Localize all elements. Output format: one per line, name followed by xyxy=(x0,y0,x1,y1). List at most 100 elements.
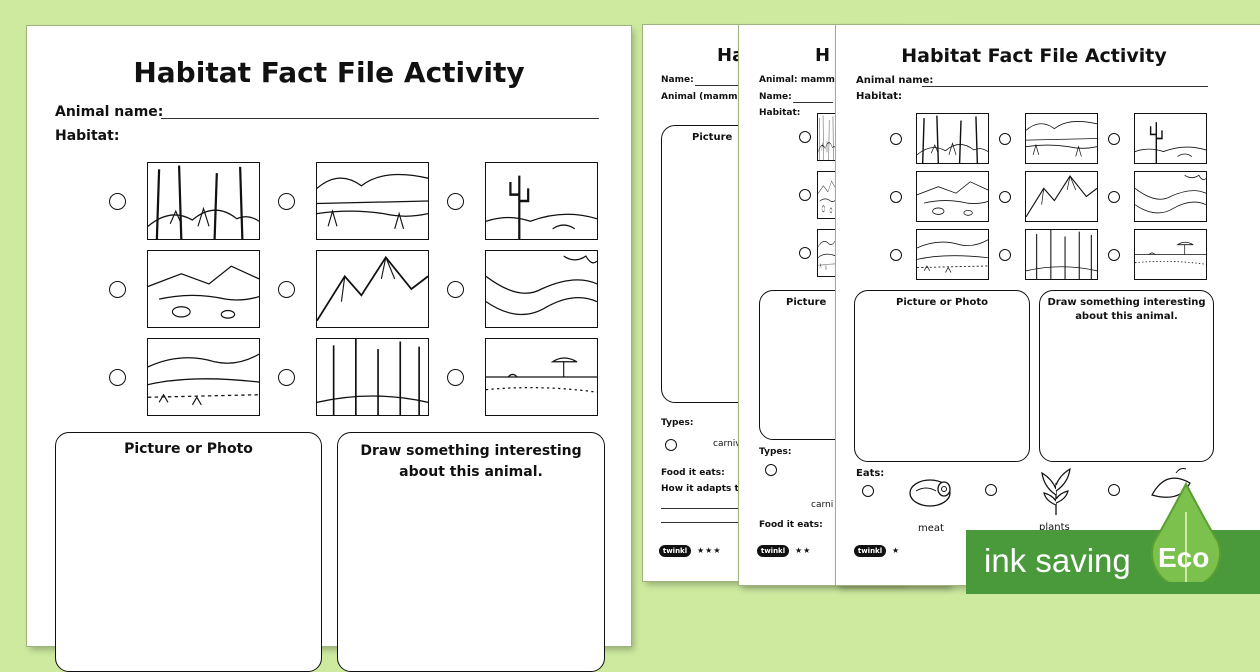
habitat-scene-image xyxy=(485,250,598,328)
back-line-1 xyxy=(661,508,741,509)
ink-saving-text: ink saving xyxy=(984,542,1131,579)
front-food-meat-label: meat xyxy=(918,523,944,534)
middle-type-radio[interactable] xyxy=(765,464,777,476)
picture-box[interactable]: Picture or Photo xyxy=(55,432,322,672)
animal-name-label: Animal name: xyxy=(55,104,164,120)
front-draw-box[interactable]: Draw something interesting about this an… xyxy=(1039,290,1214,462)
middle-name-label: Name: xyxy=(759,92,792,102)
front-animal-name-label: Animal name: xyxy=(856,75,934,86)
middle-picture-title: Picture xyxy=(786,297,827,308)
habitat-scene-image xyxy=(147,338,260,416)
middle-title: H xyxy=(815,45,831,66)
habitat-scene-image xyxy=(316,162,429,240)
front-eats-label: Eats: xyxy=(856,468,885,479)
back-type-radio[interactable] xyxy=(665,439,677,451)
front-food-radio-meat[interactable] xyxy=(862,485,874,497)
habitat-scene-image xyxy=(147,162,260,240)
habitat-radio[interactable] xyxy=(278,368,295,386)
habitat-radio[interactable] xyxy=(1108,132,1120,145)
back-stars: ★★★ xyxy=(697,546,722,555)
habitat-scene-image xyxy=(1134,171,1207,222)
eco-text: Eco xyxy=(1158,542,1210,573)
habitat-scene-image xyxy=(316,250,429,328)
middle-animal-label: Animal: mamm xyxy=(759,75,835,85)
back-twinkl-logo: twinkl xyxy=(659,545,691,557)
habitat-radio[interactable] xyxy=(278,192,295,210)
habitat-scene-image xyxy=(316,338,429,416)
habitat-radio[interactable] xyxy=(1108,248,1120,261)
animal-name-line[interactable] xyxy=(161,118,599,119)
habitat-scene-image xyxy=(1134,229,1207,280)
eco-drop-icon xyxy=(1151,482,1221,582)
front-picture-title: Picture or Photo xyxy=(895,297,989,308)
habitat-scene-image xyxy=(1134,113,1207,164)
habitat-radio[interactable] xyxy=(447,368,464,386)
habitat-scene-image xyxy=(1025,113,1098,164)
habitat-scene-image xyxy=(1025,229,1098,280)
front-draw-title-2: about this animal. xyxy=(1075,311,1178,322)
middle-name-line xyxy=(793,102,833,103)
draw-box-title-2: about this animal. xyxy=(399,464,543,480)
habitat-radio[interactable] xyxy=(799,131,811,143)
plants-icon xyxy=(1041,467,1071,515)
back-picture-title: Picture xyxy=(692,132,733,143)
back-name-label: Name: xyxy=(661,75,694,85)
draw-box[interactable]: Draw something interesting about this an… xyxy=(337,432,605,672)
page-title: Habitat Fact File Activity xyxy=(133,56,525,89)
habitat-radio[interactable] xyxy=(109,192,126,210)
habitat-radio[interactable] xyxy=(109,280,126,298)
habitat-radio[interactable] xyxy=(890,132,902,145)
habitat-scene-image xyxy=(817,171,837,219)
meat-icon xyxy=(909,479,951,507)
habitat-label: Habitat: xyxy=(55,128,120,144)
habitat-radio[interactable] xyxy=(999,248,1011,261)
habitat-scene-image xyxy=(916,113,989,164)
middle-stars: ★★ xyxy=(795,546,812,555)
front-twinkl-logo: twinkl xyxy=(854,545,886,557)
back-animal-label: Animal (mamma xyxy=(661,92,744,102)
back-adapts-label: How it adapts t xyxy=(661,484,739,494)
front-title: Habitat Fact File Activity xyxy=(901,45,1167,67)
middle-food-label: Food it eats: xyxy=(759,520,823,530)
habitat-scene-image xyxy=(147,250,260,328)
picture-box-title: Picture or Photo xyxy=(124,441,253,457)
main-worksheet: Habitat Fact File Activity Animal name: … xyxy=(27,26,631,672)
habitat-radio[interactable] xyxy=(890,190,902,203)
habitat-scene-image xyxy=(485,162,598,240)
habitat-scene-image xyxy=(817,113,837,161)
draw-box-title-1: Draw something interesting xyxy=(360,443,582,459)
habitat-radio[interactable] xyxy=(1108,190,1120,203)
middle-habitat-label: Habitat: xyxy=(759,108,801,118)
back-type-option: carniv xyxy=(713,439,741,449)
front-food-radio-3[interactable] xyxy=(1108,484,1120,496)
back-name-line xyxy=(695,85,755,86)
habitat-scene-image xyxy=(1025,171,1098,222)
front-picture-box[interactable]: Picture or Photo xyxy=(854,290,1030,462)
middle-type-option: carni xyxy=(811,500,834,510)
habitat-scene-image xyxy=(817,229,837,277)
habitat-scene-image xyxy=(485,338,598,416)
habitat-radio[interactable] xyxy=(999,132,1011,145)
back-line-2 xyxy=(661,522,741,523)
middle-types-label: Types: xyxy=(759,447,792,457)
back-types-label: Types: xyxy=(661,418,694,428)
habitat-radio[interactable] xyxy=(447,280,464,298)
front-food-radio-plants[interactable] xyxy=(985,484,997,496)
front-food-plants-label: plants xyxy=(1039,522,1070,533)
habitat-radio[interactable] xyxy=(799,189,811,201)
habitat-radio[interactable] xyxy=(109,368,126,386)
front-animal-name-line[interactable] xyxy=(922,86,1208,87)
front-habitat-label: Habitat: xyxy=(856,91,903,102)
back-food-label: Food it eats: xyxy=(661,468,725,478)
habitat-radio[interactable] xyxy=(890,248,902,261)
front-worksheet: Habitat Fact File Activity Animal name: … xyxy=(836,25,1260,585)
habitat-radio[interactable] xyxy=(799,247,811,259)
front-draw-title-1: Draw something interesting xyxy=(1047,297,1206,308)
middle-twinkl-logo: twinkl xyxy=(757,545,789,557)
habitat-radio[interactable] xyxy=(278,280,295,298)
front-stars: ★ xyxy=(892,546,901,555)
habitat-scene-image xyxy=(916,229,989,280)
habitat-radio[interactable] xyxy=(999,190,1011,203)
habitat-radio[interactable] xyxy=(447,192,464,210)
habitat-scene-image xyxy=(916,171,989,222)
